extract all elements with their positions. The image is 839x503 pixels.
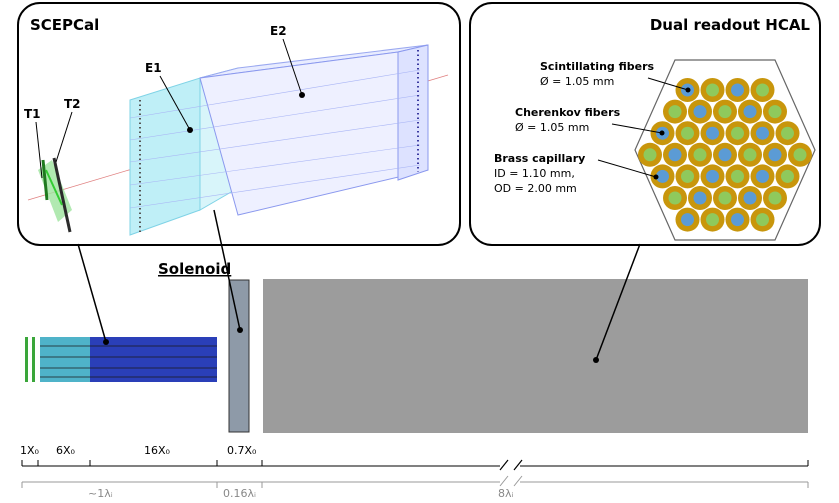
fiber-bundle [638, 78, 812, 232]
cherenkov-fiber [731, 83, 744, 97]
e2-crystal-lines [40, 345, 217, 378]
cherenkov-fiber [743, 191, 757, 205]
cherenkov-fiber [743, 105, 757, 119]
cherenkov-fiber [768, 148, 782, 162]
leader-t2 [55, 111, 73, 163]
hcal-block [263, 279, 808, 433]
leader-e2 [282, 38, 303, 96]
scintillating-fiber [743, 148, 757, 162]
cherenkov-fiber [756, 126, 769, 140]
cherenkov-fiber [706, 169, 719, 183]
rad-length-e2: 16X₀ [144, 444, 171, 457]
cherenkov-fiber [668, 148, 682, 162]
scintillating-fiber [643, 148, 657, 162]
timing-layers-3d [38, 157, 72, 233]
scintillating-fiber [668, 105, 682, 119]
rad-length-solenoid: 0.7X₀ [227, 444, 257, 457]
callout-brass-od: OD = 2.00 mm [494, 182, 577, 195]
scintillating-fiber [768, 191, 782, 205]
scintillating-fiber [668, 191, 682, 205]
rad-length-t: 1X₀ [20, 444, 40, 457]
int-length-ecal: ~1λᵢ [88, 487, 113, 500]
scepcal-panel: SCEPCal T1 T2 E1 E2 [17, 2, 461, 246]
cherenkov-fiber [718, 148, 732, 162]
scintillating-fiber [706, 213, 719, 227]
scintillating-fiber [781, 169, 794, 183]
label-t2: T2 [64, 97, 81, 111]
scintillating-fiber [731, 169, 744, 183]
label-e2: E2 [270, 24, 287, 38]
scintillating-fiber [756, 83, 769, 97]
scintillating-fiber [706, 83, 719, 97]
leader-t1 [35, 121, 43, 179]
leader-e1 [159, 75, 191, 131]
scintillating-fiber [693, 148, 707, 162]
cherenkov-fiber [756, 169, 769, 183]
fiber-bundle-hexagon [634, 59, 816, 241]
callout-leaders [597, 77, 691, 180]
callout-cherenkov-size: Ø = 1.05 mm [515, 121, 589, 134]
scintillating-fiber [681, 126, 694, 140]
scintillating-fiber [731, 126, 744, 140]
scintillating-fiber [718, 191, 732, 205]
scintillating-fiber [681, 169, 694, 183]
scintillating-fiber [781, 126, 794, 140]
int-length-solenoid: 0.16λᵢ [223, 487, 256, 500]
cherenkov-fiber [693, 105, 707, 119]
label-e1: E1 [145, 61, 162, 75]
callout-brass-title: Brass capillary [494, 152, 585, 165]
scintillating-fiber [718, 105, 732, 119]
zoom-leaders [77, 209, 641, 363]
e2-block [90, 337, 217, 382]
radiation-length-scale [21, 459, 809, 471]
scepcal-title: SCEPCal [30, 16, 99, 34]
scintillating-fiber [793, 148, 807, 162]
hcal-title: Dual readout HCAL [650, 16, 811, 34]
int-length-hcal: 8λᵢ [498, 487, 514, 500]
cherenkov-fiber [731, 213, 744, 227]
cherenkov-fiber [656, 169, 669, 183]
solenoid-label: Solenoid [158, 260, 231, 278]
callout-brass-id: ID = 1.10 mm, [494, 167, 575, 180]
cherenkov-fiber [706, 126, 719, 140]
e1-block [40, 337, 90, 382]
cherenkov-fiber [681, 213, 694, 227]
callout-scint-title: Scintillating fibers [540, 60, 655, 73]
rad-length-e1: 6X₀ [56, 444, 76, 457]
scintillating-fiber [768, 105, 782, 119]
timing-layers [25, 337, 35, 382]
interaction-length-scale [21, 475, 809, 488]
callout-scint-size: Ø = 1.05 mm [540, 75, 614, 88]
solenoid-block [228, 279, 250, 433]
callout-cherenkov-title: Cherenkov fibers [515, 106, 621, 119]
label-t1: T1 [24, 107, 41, 121]
scintillating-fiber [756, 213, 769, 227]
cherenkov-fiber [693, 191, 707, 205]
hcal-panel: Dual readout HCAL Scintillating fibers Ø… [469, 2, 821, 246]
